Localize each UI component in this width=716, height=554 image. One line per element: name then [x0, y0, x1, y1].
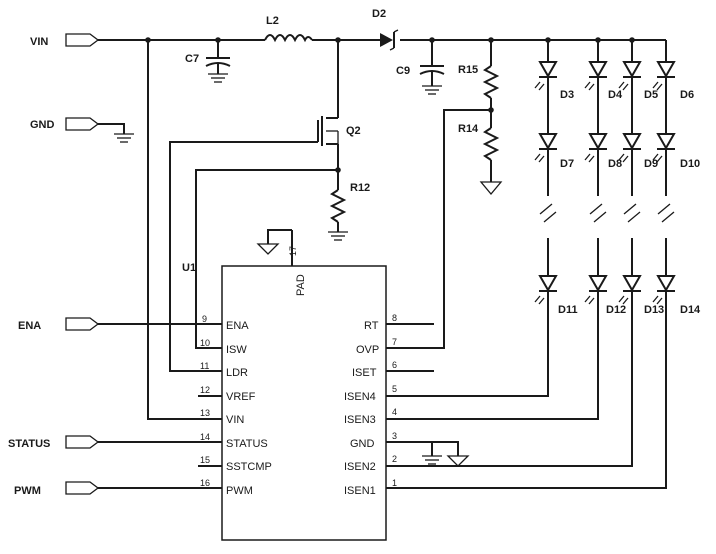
ic-pin-5-num: 5: [392, 384, 397, 394]
ic-u1: U1 17 PAD 9 ENA 10 ISW 11 LDR 12 VREF 13…: [98, 229, 434, 541]
led-d11: [534, 275, 558, 305]
led-d11-label: D11: [558, 304, 578, 316]
ic-pin-pwm: PWM: [226, 485, 253, 497]
resistor-r12: R12: [195, 167, 370, 349]
ic-pin-isen3: ISEN3: [344, 414, 376, 426]
led-d5: [618, 61, 642, 91]
led-d7: [534, 133, 558, 163]
port-gnd: GND: [30, 117, 100, 131]
ic-pin-4-num: 4: [392, 407, 397, 417]
led-d6: [652, 61, 676, 91]
ic-pin-16-num: 16: [200, 478, 210, 488]
port-gnd-label: GND: [30, 119, 55, 131]
resistor-r15-label: R15: [458, 64, 478, 76]
q2-gate-to-ldr-wire: [169, 141, 318, 372]
mosfet-q2-label: Q2: [346, 125, 361, 137]
ic-pin-sstcmp: SSTCMP: [226, 461, 272, 473]
ic-pin-isen1: ISEN1: [344, 485, 376, 497]
led-d8-label: D8: [608, 158, 622, 170]
ic-pin-status: STATUS: [226, 438, 268, 450]
port-vin-label: VIN: [30, 36, 48, 48]
ovp-feedback-wire: [410, 109, 491, 349]
ic-pin-12-num: 12: [200, 385, 210, 395]
vin-to-ic-wire: [147, 40, 222, 420]
ic-pin-isen2: ISEN2: [344, 461, 376, 473]
gnd-port-ground-symbol: [98, 123, 134, 143]
led-d14-label: D14: [680, 304, 701, 316]
led-d12-label: D12: [606, 304, 626, 316]
inductor-l2: L2: [264, 15, 313, 43]
port-status-label: STATUS: [8, 438, 50, 450]
ic-pin-ldr: LDR: [226, 367, 248, 379]
ic-pin-2-num: 2: [392, 454, 397, 464]
led-d3-label: D3: [560, 89, 574, 101]
ic-pin-7-num: 7: [392, 337, 397, 347]
ic-pin-vin: VIN: [226, 414, 244, 426]
led-d7-label: D7: [560, 158, 574, 170]
capacitor-c7: C7: [185, 40, 231, 83]
ic-pin-rt: RT: [364, 320, 379, 332]
port-ena-label: ENA: [18, 320, 41, 332]
led-d10-label: D10: [680, 158, 700, 170]
led-d14: [652, 275, 676, 305]
ic-pin-6-num: 6: [392, 360, 397, 370]
isw-sense-wire: [195, 169, 338, 349]
led-d4-label: D4: [608, 89, 623, 101]
port-vin: VIN: [30, 33, 100, 48]
led-d6-label: D6: [680, 89, 694, 101]
ic-pin-13-num: 13: [200, 408, 210, 418]
led-d9-label: D9: [644, 158, 658, 170]
string-break-marks: [539, 203, 675, 223]
inductor-l2-label: L2: [266, 15, 279, 27]
led-d4: [584, 61, 608, 91]
ic-pin-14-num: 14: [200, 432, 210, 442]
ic-pad-num: 17: [288, 246, 298, 256]
capacitor-c9-label: C9: [396, 65, 410, 77]
ic-pin-isen4: ISEN4: [344, 391, 376, 403]
port-pwm-label: PWM: [14, 485, 41, 497]
led-d10: [652, 133, 676, 163]
ic-pin-ovp: OVP: [356, 344, 379, 356]
ic-pad-label: PAD: [295, 274, 307, 296]
capacitor-c9: C9: [396, 40, 445, 95]
ic-pin-8-num: 8: [392, 313, 397, 323]
ic-pin-vref: VREF: [226, 391, 256, 403]
led-d13-label: D13: [644, 304, 664, 316]
led-strings: D3 D4 D5 D6 D7 D8 D9 D10 D11 D12 D13 D14: [386, 40, 701, 489]
ic-pin-15-num: 15: [200, 455, 210, 465]
divider-r15-r14: R15 R14: [410, 40, 503, 349]
ic-u1-label: U1: [182, 262, 196, 274]
capacitor-c7-label: C7: [185, 53, 199, 65]
ic-pin-10-num: 10: [200, 338, 210, 348]
led-d5-label: D5: [644, 89, 658, 101]
port-status: STATUS: [8, 435, 100, 450]
diode-d2-label: D2: [372, 8, 386, 20]
ic-pin-11-num: 11: [200, 361, 209, 371]
led-d9: [618, 133, 642, 163]
ic-pin-3-num: 3: [392, 431, 397, 441]
port-ena: ENA: [18, 317, 100, 332]
port-pwm: PWM: [14, 481, 100, 497]
led-d13: [618, 275, 642, 305]
ic-gnd-ground-symbol: [386, 441, 470, 467]
led-d3: [534, 61, 558, 91]
led-d12: [584, 275, 608, 305]
ic-pin-ena: ENA: [226, 320, 249, 332]
ic-pin-iset: ISET: [352, 367, 377, 379]
led-d8: [584, 133, 608, 163]
ic-pin-9-num: 9: [202, 314, 207, 324]
resistor-r14-label: R14: [458, 123, 479, 135]
ic-pin-isw: ISW: [226, 344, 247, 356]
resistor-r12-label: R12: [350, 182, 370, 194]
ic-pin-1-num: 1: [392, 478, 397, 488]
ic-pin-gnd: GND: [350, 438, 375, 450]
mosfet-q2: Q2: [169, 40, 361, 372]
diode-d2: D2: [372, 8, 399, 51]
